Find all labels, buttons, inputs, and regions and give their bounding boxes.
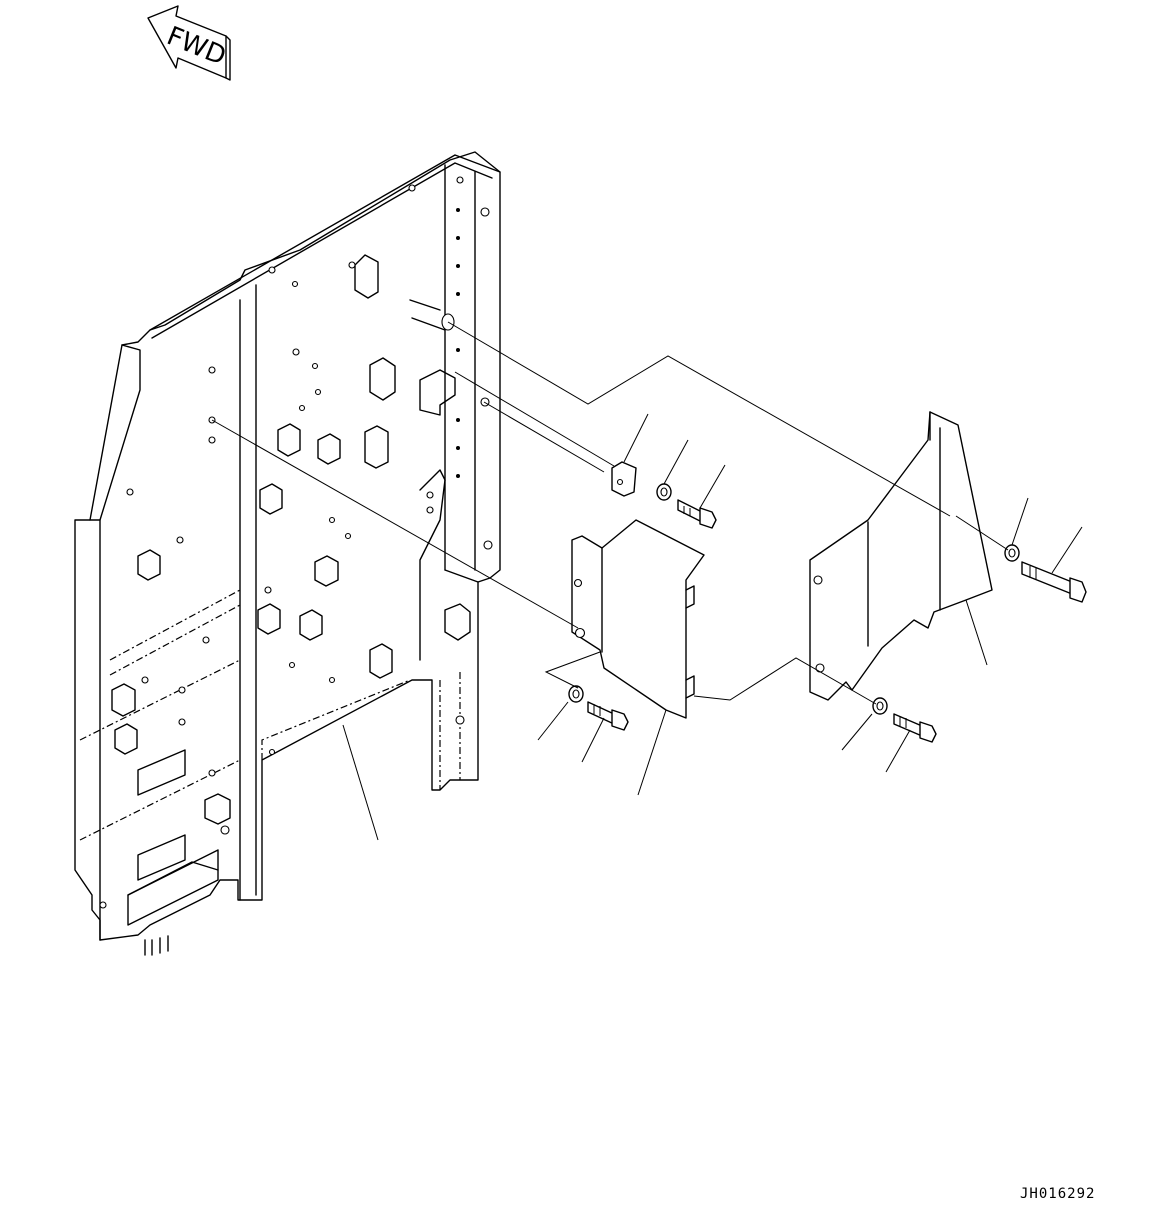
- assembly-lines: [211, 321, 1009, 705]
- bolt-2: [1021, 561, 1087, 603]
- panel-holes: [99, 176, 493, 909]
- washer-2: [1004, 544, 1020, 562]
- bolt-1: [677, 499, 717, 529]
- washer-3: [568, 685, 584, 703]
- leader-right-shield: [965, 599, 988, 666]
- fwd-arrow: FWD: [147, 5, 231, 81]
- center-cover: [571, 519, 705, 719]
- bolt-3: [587, 701, 629, 731]
- channel-holes: [456, 208, 460, 478]
- washer-1: [656, 483, 672, 501]
- bolt-4: [893, 713, 937, 743]
- right-shield: [809, 411, 993, 701]
- drawing-id: JH016292: [1020, 1186, 1095, 1202]
- leader-rear-panel: [342, 724, 379, 841]
- panel-bracket: [111, 254, 471, 825]
- leader-center-cover: [637, 709, 667, 796]
- rear-panel: [74, 151, 501, 956]
- washer-4: [872, 697, 888, 715]
- clip-bracket: [611, 461, 637, 497]
- direction-arrow-icon: [147, 5, 227, 79]
